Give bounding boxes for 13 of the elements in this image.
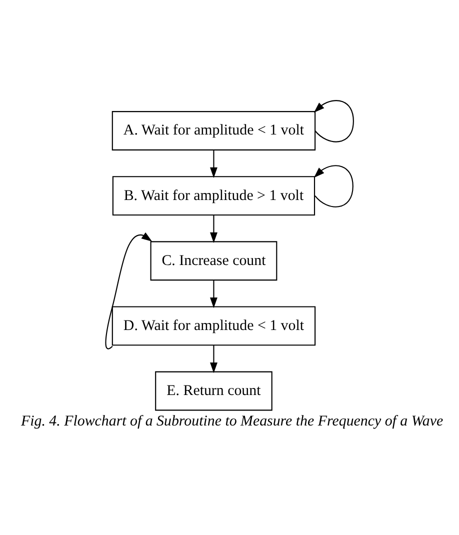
arrow — [314, 165, 354, 208]
node-box: E. Return count — [155, 371, 272, 411]
arrow — [210, 215, 218, 244]
node-box: A. Wait for amplitude < 1 volt — [112, 111, 316, 150]
arrow — [210, 345, 218, 374]
arrow — [105, 232, 152, 350]
arrow — [314, 100, 354, 142]
arrow — [210, 280, 218, 308]
node-box: B. Wait for amplitude > 1 volt — [112, 176, 316, 216]
arrow — [210, 150, 218, 178]
node-box: C. Increase count — [150, 241, 278, 281]
node-box: D. Wait for amplitude < 1 volt — [112, 306, 316, 346]
caption: Fig. 4. Flowchart of a Subroutine to Measure the Frequency of a Wave — [20, 413, 444, 430]
